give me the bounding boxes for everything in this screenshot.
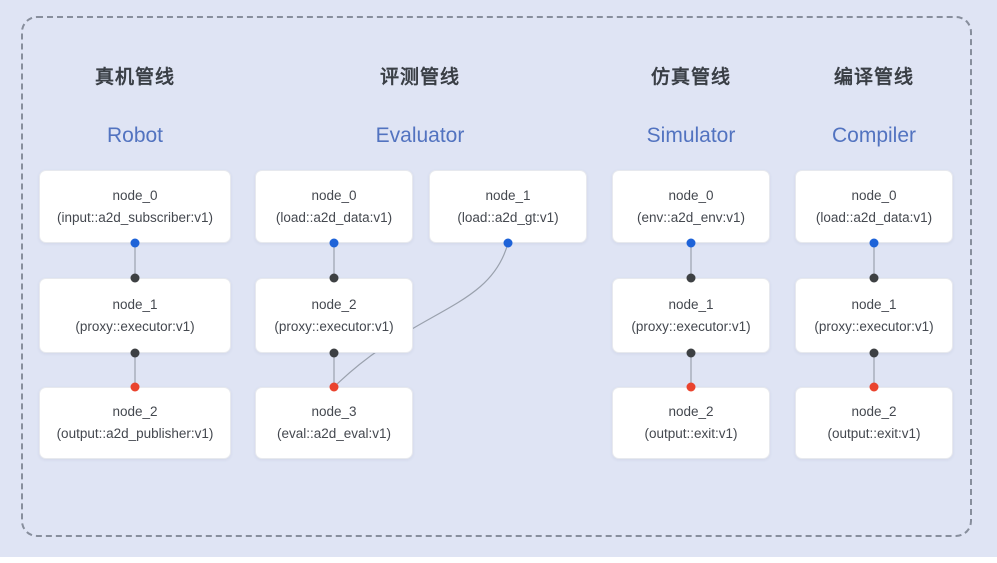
node-name: node_3 — [311, 404, 357, 419]
pipeline-title-en-compiler: Compiler — [831, 124, 917, 147]
node-name: node_1 — [668, 296, 714, 312]
node-name: node_2 — [311, 296, 357, 312]
node-card-compiler-node_0: node_0(load::a2d_data:v1) — [795, 170, 953, 243]
node-name: node_2 — [851, 404, 897, 419]
node-name: node_1 — [112, 296, 158, 312]
pipeline-title-en-robot: Robot — [106, 124, 164, 147]
node-name: node_2 — [668, 404, 714, 419]
node-type: (load::a2d_data:v1) — [815, 209, 933, 225]
bottom-strip — [0, 557, 997, 563]
node-card-robot-node_2: node_2(output::a2d_publisher:v1) — [39, 387, 231, 459]
node-name: node_2 — [112, 404, 158, 419]
node-card-compiler-node_2: node_2(output::exit:v1) — [795, 387, 953, 459]
node-type: (env::a2d_env:v1) — [636, 209, 746, 225]
pipeline-title-cn-evaluator: 评测管线 — [379, 67, 461, 88]
pipeline-boundary — [21, 16, 972, 537]
node-card-robot-node_0: node_0(input::a2d_subscriber:v1) — [39, 170, 231, 243]
node-type: (load::a2d_data:v1) — [275, 209, 393, 225]
node-card-compiler-node_1: node_1(proxy::executor:v1) — [795, 278, 953, 353]
node-name: node_0 — [311, 187, 357, 203]
pipeline-title-cn-compiler: 编译管线 — [833, 67, 915, 88]
node-type: (output::exit:v1) — [827, 426, 921, 441]
node-type: (load::a2d_gt:v1) — [457, 209, 559, 225]
node-type: (eval::a2d_eval:v1) — [276, 426, 392, 441]
node-card-robot-node_1: node_1(proxy::executor:v1) — [39, 278, 231, 353]
node-type: (output::a2d_publisher:v1) — [56, 426, 214, 441]
node-type: (proxy::executor:v1) — [814, 318, 934, 334]
node-type: (proxy::executor:v1) — [274, 318, 394, 334]
node-card-evaluator-node_2: node_2(proxy::executor:v1) — [255, 278, 413, 353]
node-name: node_1 — [851, 296, 897, 312]
node-card-evaluator-node_0: node_0(load::a2d_data:v1) — [255, 170, 413, 243]
node-type: (proxy::executor:v1) — [631, 318, 751, 334]
pipeline-title-cn-simulator: 仿真管线 — [650, 67, 732, 88]
pipeline-title-cn-robot: 真机管线 — [94, 67, 176, 88]
node-card-simulator-node_1: node_1(proxy::executor:v1) — [612, 278, 770, 353]
pipeline-title-en-evaluator: Evaluator — [375, 124, 465, 147]
node-card-simulator-node_2: node_2(output::exit:v1) — [612, 387, 770, 459]
node-card-evaluator-node_1: node_1(load::a2d_gt:v1) — [429, 170, 587, 243]
node-card-evaluator-node_3: node_3(eval::a2d_eval:v1) — [255, 387, 413, 459]
node-name: node_0 — [668, 187, 714, 203]
node-name: node_0 — [851, 187, 897, 203]
node-type: (proxy::executor:v1) — [75, 318, 195, 334]
pipeline-title-en-simulator: Simulator — [646, 124, 736, 147]
node-type: (output::exit:v1) — [644, 426, 738, 441]
node-type: (input::a2d_subscriber:v1) — [56, 209, 214, 225]
node-card-simulator-node_0: node_0(env::a2d_env:v1) — [612, 170, 770, 243]
node-name: node_1 — [485, 187, 531, 203]
node-name: node_0 — [112, 187, 158, 203]
